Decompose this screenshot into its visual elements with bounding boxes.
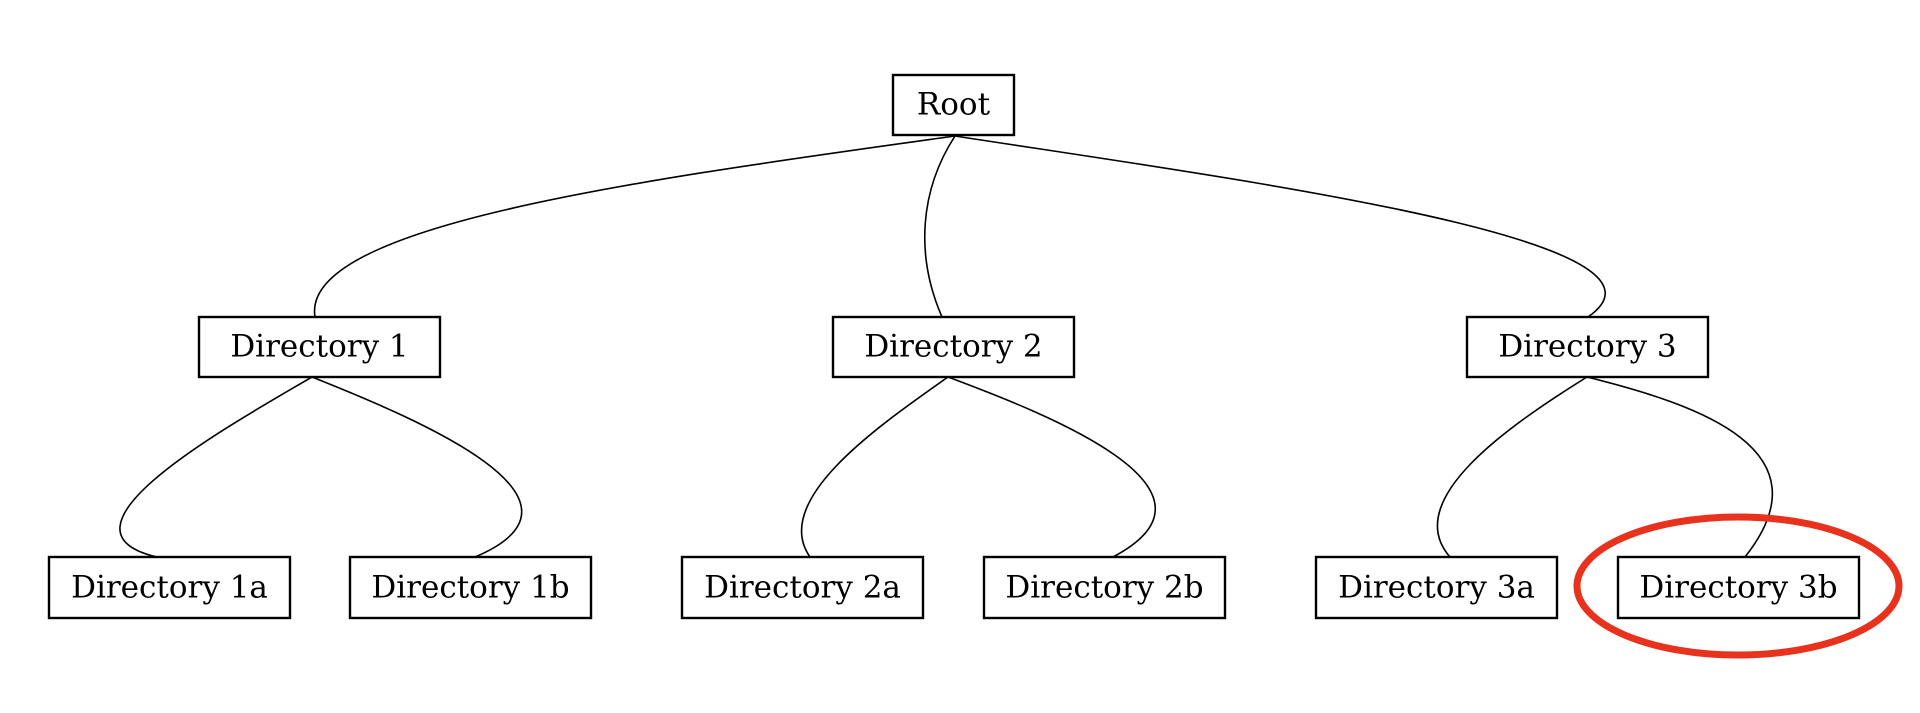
edge-dir1-dir1b	[311, 376, 523, 558]
node-label-directory-1: Directory 1	[230, 329, 408, 365]
node-label-directory-2: Directory 2	[864, 329, 1042, 365]
edge-dir3-dir3b	[1586, 376, 1773, 558]
node-label-directory-1b: Directory 1b	[371, 570, 569, 606]
node-directory-1: Directory 1	[197, 315, 442, 379]
node-label-directory-3b: Directory 3b	[1639, 570, 1837, 606]
edge-root-dir3	[954, 135, 1606, 318]
node-directory-3b: Directory 3b	[1616, 555, 1861, 620]
edge-dir2-dir2a	[800, 376, 949, 558]
node-directory-3a: Directory 3a	[1314, 555, 1559, 620]
node-directory-2: Directory 2	[831, 315, 1076, 379]
node-directory-2a: Directory 2a	[680, 555, 925, 620]
node-label-directory-3: Directory 3	[1498, 329, 1676, 365]
node-label-directory-3a: Directory 3a	[1338, 570, 1535, 606]
edge-root-dir1	[313, 135, 956, 318]
node-directory-3: Directory 3	[1465, 315, 1710, 379]
node-directory-1b: Directory 1b	[348, 555, 593, 620]
edge-root-dir2	[924, 135, 956, 318]
node-directory-2b: Directory 2b	[982, 555, 1227, 620]
highlight-ring	[1573, 513, 1903, 659]
node-label-directory-1a: Directory 1a	[71, 570, 268, 606]
node-label-root: Root	[917, 87, 991, 123]
node-root: Root	[891, 73, 1016, 137]
node-directory-1a: Directory 1a	[47, 555, 292, 620]
node-label-directory-2b: Directory 2b	[1005, 570, 1203, 606]
edge-dir3-dir3a	[1436, 376, 1588, 558]
tree-edges	[119, 135, 1773, 558]
node-label-directory-2a: Directory 2a	[704, 570, 901, 606]
edge-dir1-dir1a	[119, 376, 313, 558]
edge-dir2-dir2b	[947, 376, 1157, 558]
